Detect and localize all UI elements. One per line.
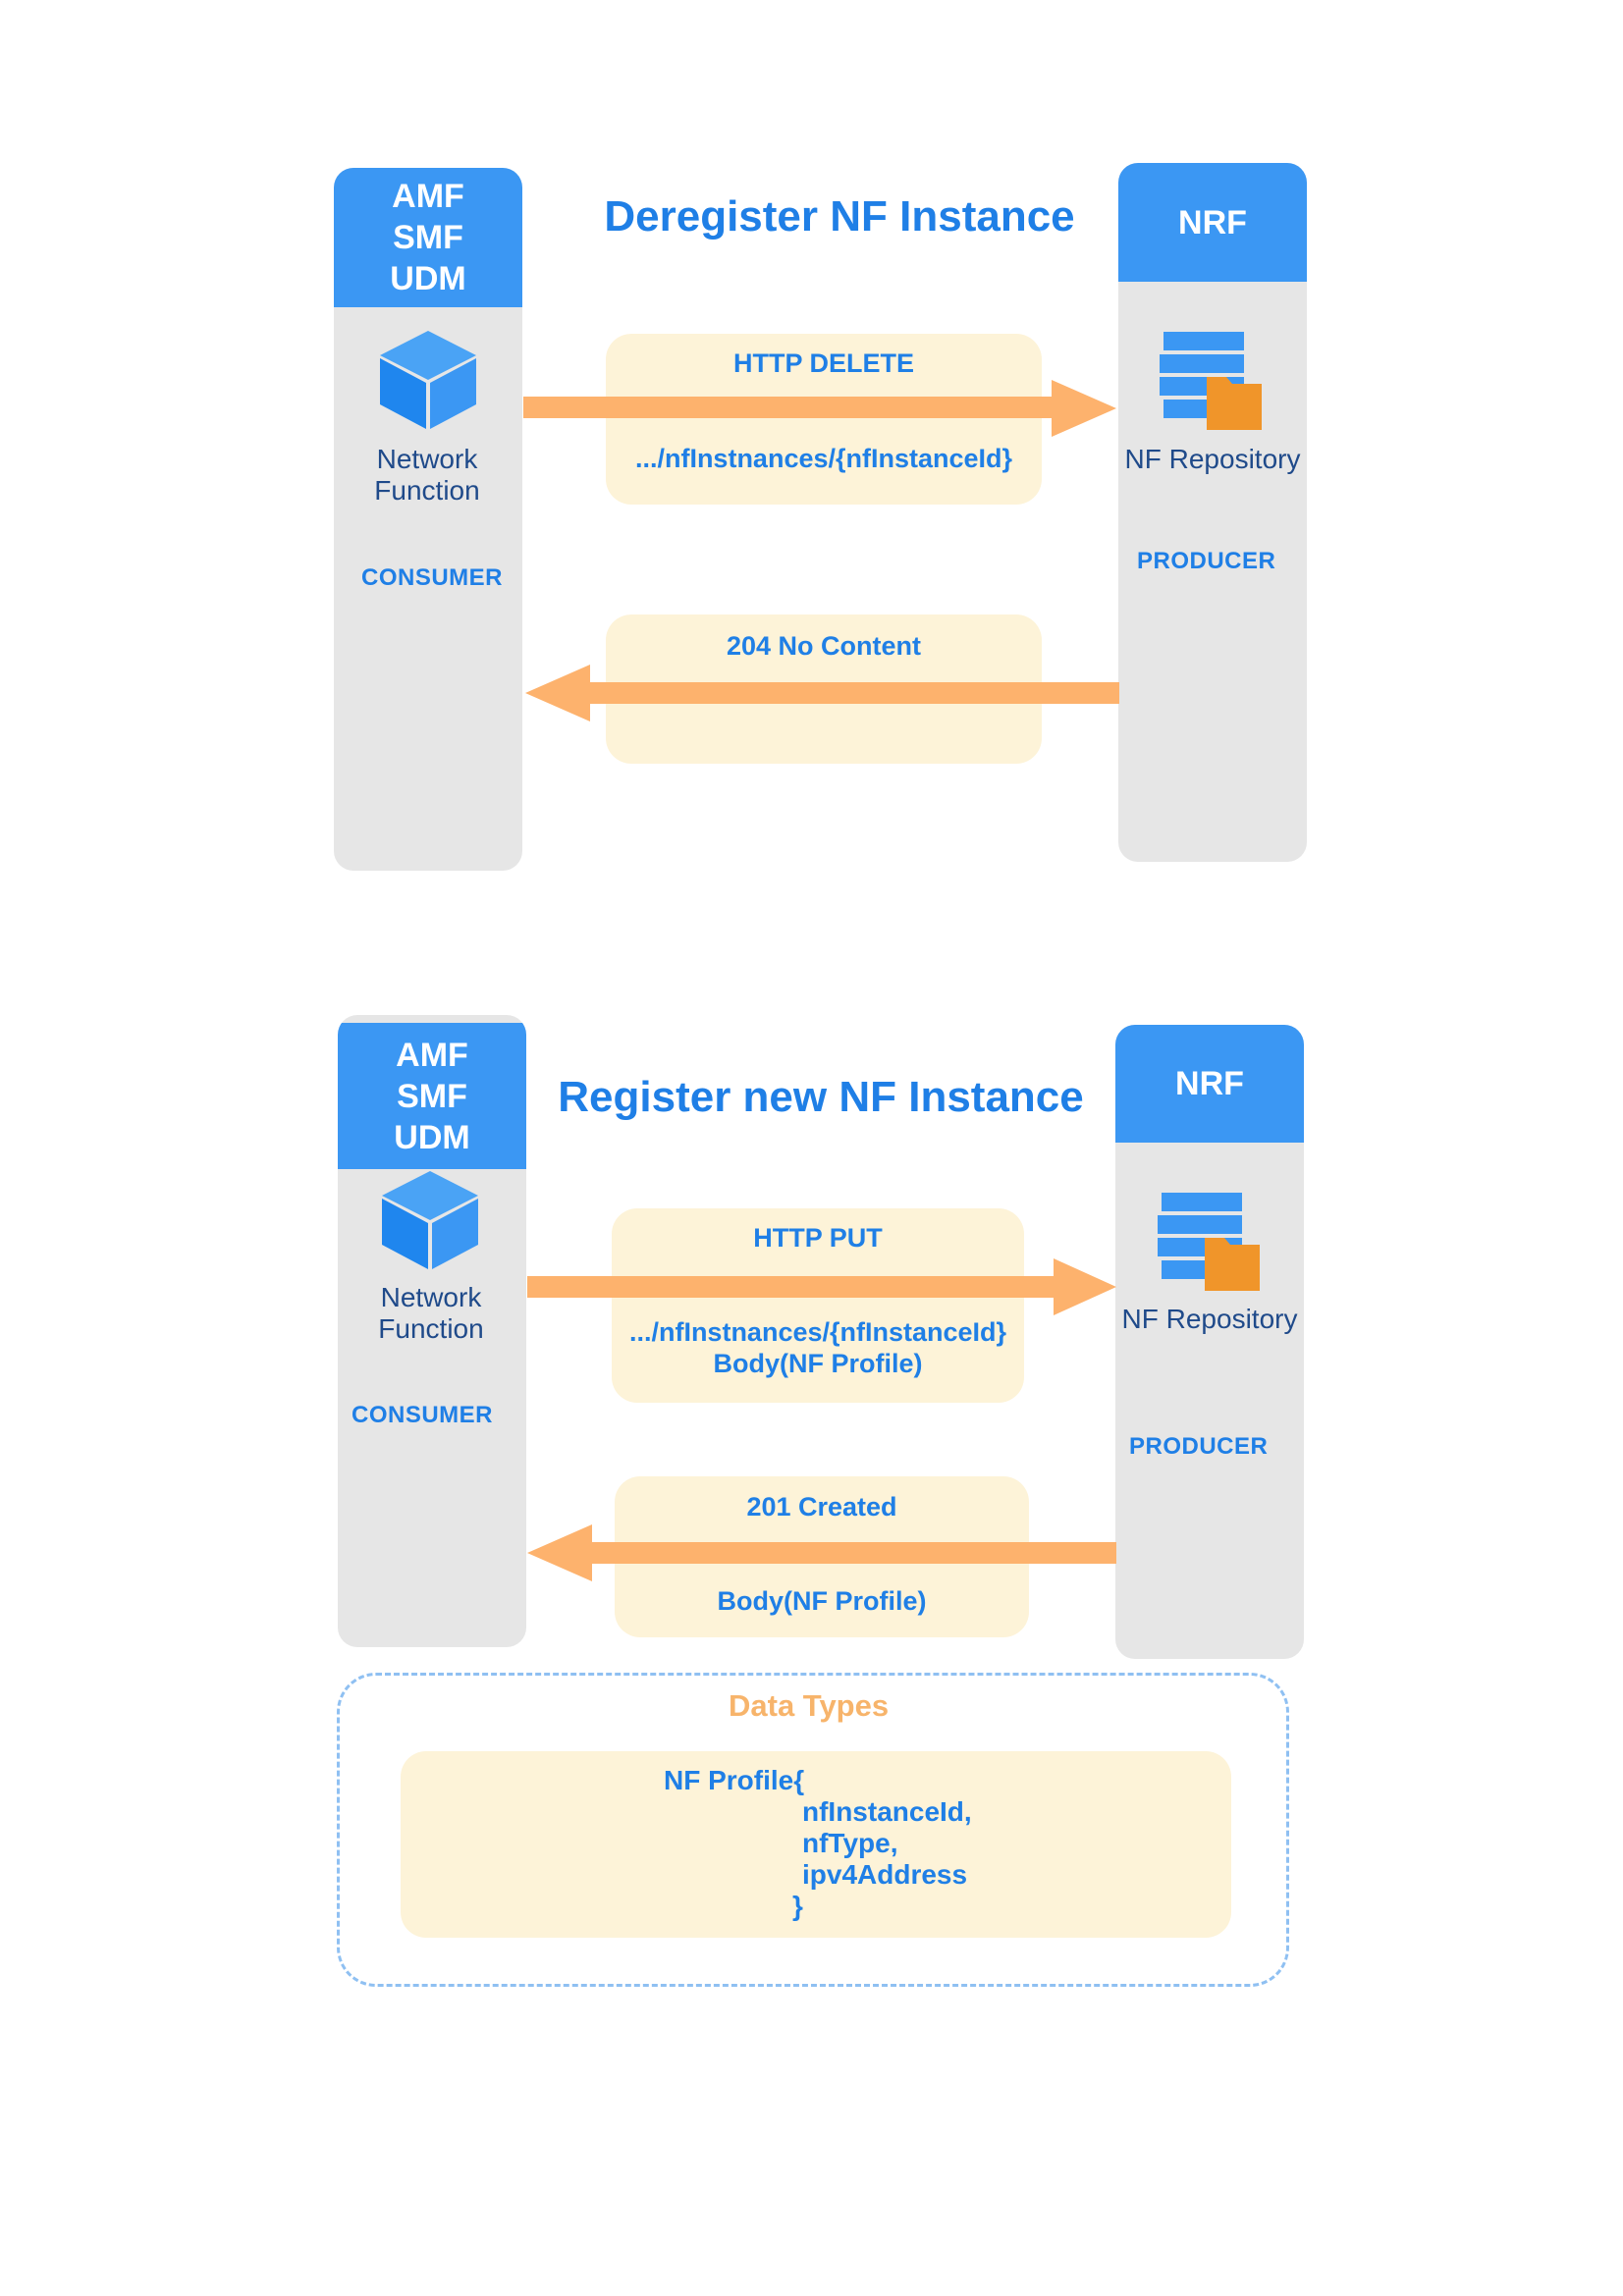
request-path: .../nfInstnances/{nfInstanceId} [634,444,1013,473]
repository-icon [1160,332,1262,430]
request-message-box [612,1208,1024,1403]
consumer-label: Network Function [378,1282,484,1344]
producer-column: NRF [1118,163,1307,862]
producer-header: NRF [1118,163,1307,282]
cube-icon [380,331,476,429]
request-message-box [606,334,1042,505]
struct-field: nfInstanceId, [802,1796,972,1827]
consumer-column: AMF SMF UDM [338,1015,526,1647]
cube-icon [382,1171,478,1269]
consumer-label: Network Function [374,444,480,506]
request-arrow [527,1258,1116,1315]
request-arrow [523,380,1116,437]
producer-header: NRF [1115,1025,1304,1143]
diagram-title: Register new NF Instance [558,1073,1084,1121]
response-status: 204 No Content [726,631,922,661]
consumer-role: CONSUMER [352,1402,494,1428]
request-method: HTTP DELETE [732,348,915,378]
repository-icon [1158,1193,1260,1291]
response-arrow [525,665,1119,721]
struct-open: NF Profile{ [664,1765,805,1795]
data-types-title: Data Types [729,1688,890,1723]
producer-column: NRF [1115,1025,1304,1659]
struct-field: ipv4Address [802,1859,968,1890]
request-path: .../nfInstnances/{nfInstanceId} Body(NF … [628,1317,1007,1378]
data-types-panel [337,1673,1289,1987]
diagram-title: Deregister NF Instance [604,192,1075,240]
consumer-header: AMF SMF UDM [334,168,522,307]
request-method: HTTP PUT [753,1223,883,1253]
consumer-role: CONSUMER [361,564,504,591]
response-arrow [527,1524,1116,1581]
response-body: Body(NF Profile) [717,1586,927,1616]
producer-label: NF Repository [1124,444,1301,474]
producer-role: PRODUCER [1129,1433,1269,1460]
consumer-header: AMF SMF UDM [338,1023,526,1169]
data-type-box [401,1751,1231,1938]
response-status: 201 Created [746,1492,897,1522]
producer-role: PRODUCER [1137,548,1276,574]
struct-field: nfType, [802,1828,898,1858]
consumer-column: AMF SMF UDM [334,168,522,871]
struct-close: } [792,1891,803,1921]
producer-label: NF Repository [1121,1304,1298,1334]
